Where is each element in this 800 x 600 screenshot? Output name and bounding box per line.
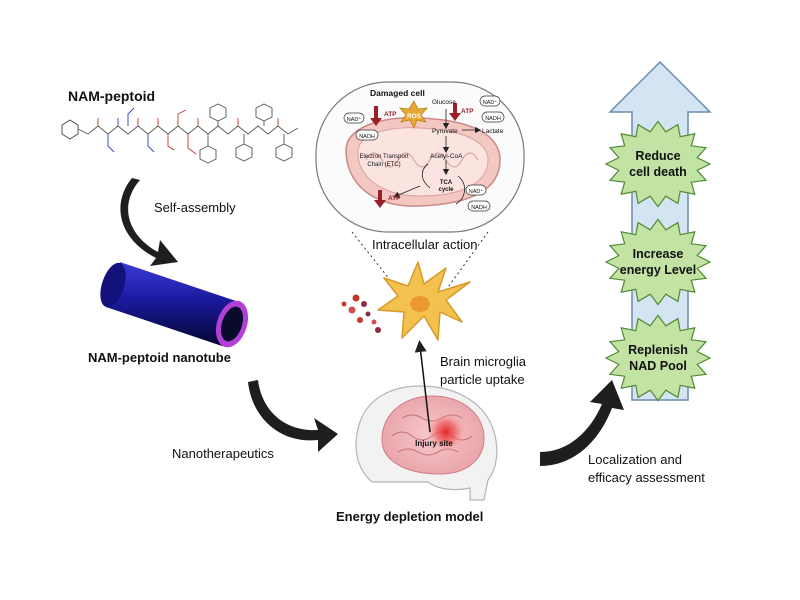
nad-label-3: NAD⁺ <box>469 188 484 195</box>
damaged-cell-label: Damaged cell <box>370 88 425 98</box>
atp-label-2: ATP <box>461 108 474 115</box>
nadh-label-1: NADH <box>359 134 375 140</box>
outcome-2-line2: energy Level <box>620 263 696 277</box>
nad-label-2: NAD⁺ <box>483 99 498 106</box>
intracellular-panel <box>315 81 525 233</box>
glucose-label: Glucose <box>432 99 456 106</box>
localization-label: Localization and <box>588 452 682 467</box>
outcome-2-line1: Increase <box>633 247 684 261</box>
injury-site-label: Injury site <box>415 439 453 448</box>
tca-label-2: cycle <box>438 187 454 193</box>
assessment-arrow <box>540 380 624 466</box>
lactate-label: Lactate <box>482 128 504 135</box>
efficacy-label: efficacy assessment <box>588 470 705 485</box>
outcome-1-line1: Reduce <box>635 149 680 163</box>
outcome-1-line2: cell death <box>629 165 687 179</box>
nanotherapeutics-label: Nanotherapeutics <box>172 446 274 461</box>
outcome-labels: Reduce cell death Increase energy Level … <box>620 149 696 373</box>
burst-replenish <box>604 314 712 402</box>
pyruvate-label: Pyruvate <box>432 128 458 135</box>
self-assembly-arrow <box>120 178 178 266</box>
nadh-label-3: NADH <box>471 205 487 211</box>
energy-depletion-label: Energy depletion model <box>336 509 484 524</box>
nanotherapeutics-arrow <box>248 380 338 452</box>
nad-label-1: NAD⁺ <box>347 116 362 123</box>
particle-uptake-label: particle uptake <box>440 372 525 387</box>
nadh-label-2: NADH <box>485 116 501 122</box>
outcome-3-line2: NAD Pool <box>629 359 687 373</box>
uptake-arrow <box>414 340 431 433</box>
intracellular-action-label: Intracellular action <box>372 237 478 252</box>
head-brain <box>355 385 498 501</box>
ros-label: ROS <box>407 113 422 120</box>
nanotube-graphic <box>100 262 249 348</box>
atp-label-3: ATP <box>388 195 401 202</box>
peptoid-structure <box>61 103 299 164</box>
etc-label-2: Chain (ETC) <box>367 162 400 168</box>
nam-peptoid-title: NAM-peptoid <box>68 88 156 104</box>
brain-microglia-label: Brain microglia <box>440 354 526 369</box>
etc-label-1: Electron Transport <box>359 154 408 160</box>
self-assembly-label: Self-assembly <box>154 200 236 215</box>
acetyl-coa-label: Acetyl-CoA <box>430 153 463 160</box>
intracellular-labels: Damaged cell ROS ATP ATP ATP NAD⁺ NADH N… <box>347 88 504 211</box>
burst-reduce <box>604 120 712 208</box>
nanotube-label: NAM-peptoid nanotube <box>88 350 231 365</box>
microglia-cell <box>341 261 471 341</box>
tca-label-1: TCA <box>440 180 453 186</box>
outcome-bursts <box>604 120 712 402</box>
outcome-3-line1: Replenish <box>628 343 688 357</box>
burst-increase <box>604 218 712 306</box>
atp-label-1: ATP <box>384 111 397 118</box>
